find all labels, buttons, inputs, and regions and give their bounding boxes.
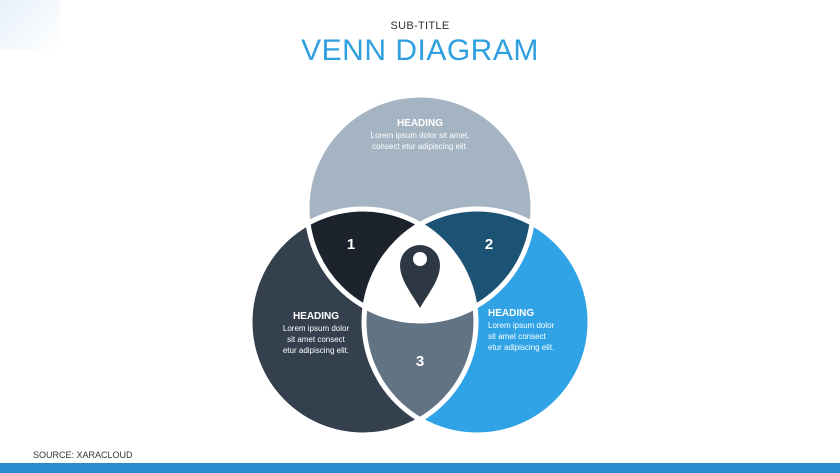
intersection-3-label: 3 [416,353,424,370]
map-pin-icon [400,245,440,308]
venn-outlines [247,92,593,438]
left-body-line-2: sit amet consect [287,335,346,344]
top-body-line-2: consect etur adipiscing elit. [372,142,468,151]
left-body-line-3: etur adipiscing elit. [283,346,349,355]
left-heading: HEADING [293,311,339,322]
right-body-line-3: etur adipiscing elit. [488,343,554,352]
venn-center-region [364,209,476,321]
source-note: SOURCE: XARACLOUD [33,450,133,460]
footer-bar [0,463,840,473]
right-body-line-2: sit amet consect [488,332,547,341]
right-body-line-1: Lorem ipsum dolor [488,321,555,330]
intersection-2-label: 2 [485,236,493,253]
page-title: VENN DIAGRAM [301,34,539,67]
corner-decoration [0,0,60,50]
top-body-line-1: Lorem ipsum dolor sit amet, [371,131,470,140]
intersection-1-label: 1 [347,236,355,253]
right-heading: HEADING [488,308,534,319]
page-subtitle: SUB-TITLE [390,20,450,32]
top-heading: HEADING [397,118,443,129]
left-body-line-1: Lorem ipsum dolor [283,324,350,333]
